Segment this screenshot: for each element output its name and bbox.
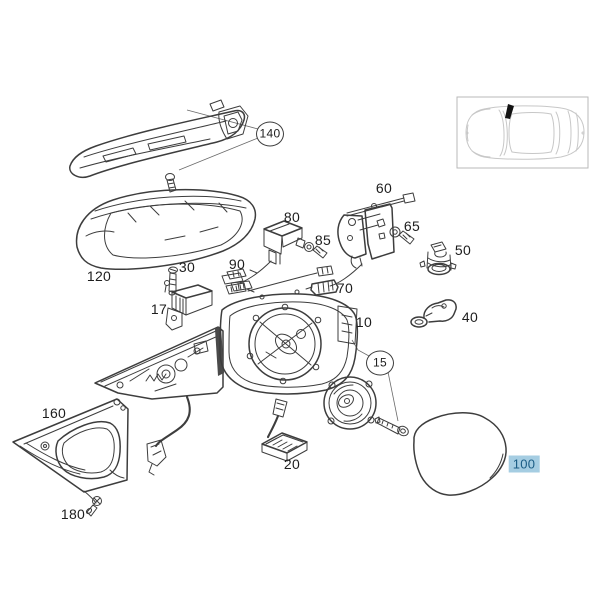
- part-label-17[interactable]: 17: [150, 301, 168, 317]
- car-position-inset: [456, 96, 589, 169]
- part-label-20[interactable]: 20: [283, 456, 301, 472]
- turn-signal-lamp-drawing: [69, 99, 249, 193]
- screw-65-drawing: [389, 226, 415, 245]
- part-label-120[interactable]: 120: [86, 268, 112, 284]
- driver-mirror-location-marker: [505, 104, 514, 119]
- part-label-140[interactable]: 140: [256, 121, 284, 147]
- bracket-40-drawing: [410, 299, 457, 328]
- part-label-65[interactable]: 65: [403, 218, 421, 234]
- control-module-80-drawing: [221, 220, 306, 295]
- part-label-160[interactable]: 160: [41, 405, 67, 421]
- lamp-socket-50-drawing: [419, 241, 457, 276]
- part-label-10[interactable]: 10: [355, 314, 373, 330]
- fold-motor-17-drawing: [164, 280, 213, 331]
- bracket-60-drawing: [247, 192, 416, 292]
- module-20-drawing: [261, 398, 308, 462]
- mirror-glass-100-drawing: [413, 412, 507, 496]
- mirror-assembly-10-drawing: [94, 289, 359, 476]
- adjust-motor-15-drawing: [323, 376, 409, 437]
- mirror-housing-cap-drawing: [75, 188, 257, 270]
- cable-clip-70-drawing: [305, 279, 339, 296]
- part-label-50[interactable]: 50: [454, 242, 472, 258]
- part-label-85[interactable]: 85: [314, 232, 332, 248]
- bulb-180-drawing: [85, 496, 102, 517]
- part-label-180[interactable]: 180: [60, 506, 86, 522]
- part-label-70[interactable]: 70: [336, 280, 354, 296]
- part-label-30[interactable]: 30: [178, 259, 196, 275]
- callout-leader-lines: [178, 109, 399, 422]
- part-label-90[interactable]: 90: [228, 256, 246, 272]
- screw-85-drawing: [304, 242, 328, 259]
- part-label-60[interactable]: 60: [375, 180, 393, 196]
- triangle-cover-160-drawing: [12, 398, 129, 504]
- part-label-100-selected[interactable]: 100: [508, 455, 540, 473]
- part-label-80[interactable]: 80: [283, 209, 301, 225]
- part-label-40[interactable]: 40: [461, 309, 479, 325]
- part-label-15[interactable]: 15: [366, 350, 394, 376]
